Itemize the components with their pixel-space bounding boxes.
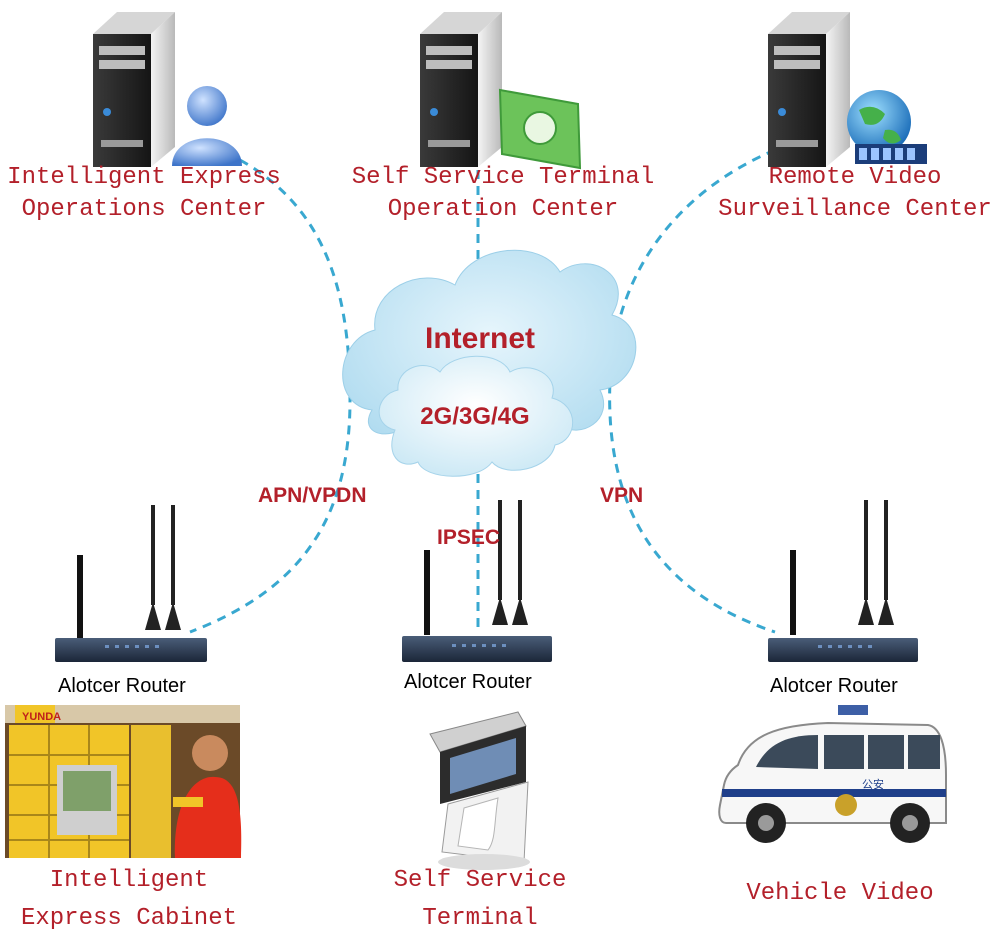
terminal-label-line2: Terminal [422,905,538,932]
terminal-label-line1: Self Service [393,867,567,894]
cloud-network-label: 2G/3G/4G [420,403,530,430]
terminal-label: Self Service Terminal [380,862,580,938]
link-label-vpn: VPN [600,484,644,507]
video-center-label: Remote Video Surveillance Center [712,162,998,226]
link-label-ipsec: IPSEC [437,526,501,549]
brand-marking: YUNDA [22,711,61,723]
link-right [608,148,776,634]
router-device-icon-center [402,500,552,662]
server-tower-icon-terminal [420,12,502,167]
express-center-line2: Operations Center [21,196,267,223]
router-device-icon-right [768,500,918,662]
cloud-internet-label: Internet [424,322,535,355]
cabinet-label-line1: Intelligent [49,867,209,894]
server-tower-icon-express [93,12,175,167]
cabinet-label-line2: Express Cabinet [20,905,238,932]
router-label-left: Alotcer Router [58,675,186,697]
cabinet-label: Intelligent Express Cabinet [5,862,253,938]
vehicle-label: Vehicle Video [746,880,934,907]
link-left [189,158,352,634]
banknote-icon [498,88,582,170]
link-label-apn-vpdn: APN/VPDN [258,484,367,507]
router-label-center: Alotcer Router [404,671,532,693]
express-cabinet-photo [5,705,242,858]
user-icon [172,86,242,166]
server-tower-icon-video [768,12,850,167]
self-service-center-line2: Operation Center [387,196,619,223]
vehicle-van-icon [718,705,947,843]
globe-film-icon [847,90,927,164]
internet-cloud-icon [342,249,637,477]
video-center-line1: Remote Video [768,164,942,191]
video-center-line2: Surveillance Center [718,196,992,223]
express-center-line1: Intelligent Express [7,164,281,191]
router-device-icon-left [55,505,207,662]
express-center-label: Intelligent Express Operations Center [5,162,283,226]
self-service-center-line1: Self Service Terminal [351,164,655,191]
self-service-kiosk-icon [429,711,530,870]
router-label-right: Alotcer Router [770,675,898,697]
self-service-center-label: Self Service Terminal Operation Center [350,162,656,226]
vehicle-marking: 公安 [862,777,884,791]
